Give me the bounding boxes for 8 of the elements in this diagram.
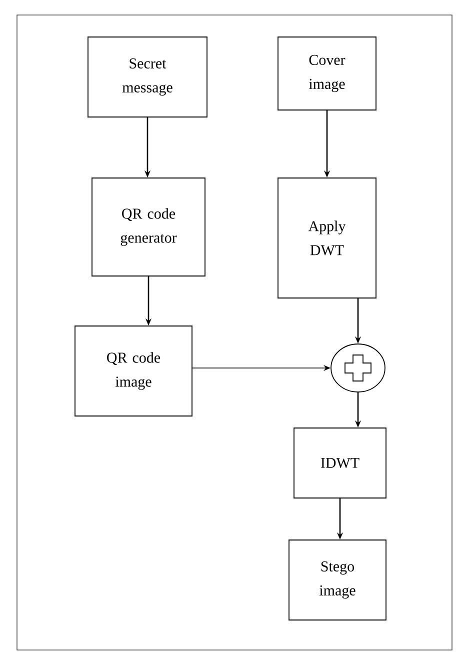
process-box: Apply DWT xyxy=(278,178,376,298)
process-box: IDWT xyxy=(294,428,386,498)
process-box: QR code image xyxy=(74,326,192,416)
process-box: Stego image xyxy=(288,540,386,620)
process-box: QR code generator xyxy=(92,178,206,276)
adder-circle xyxy=(330,344,386,392)
process-box: Secret message xyxy=(88,36,208,118)
process-box: Cover image xyxy=(278,36,376,110)
